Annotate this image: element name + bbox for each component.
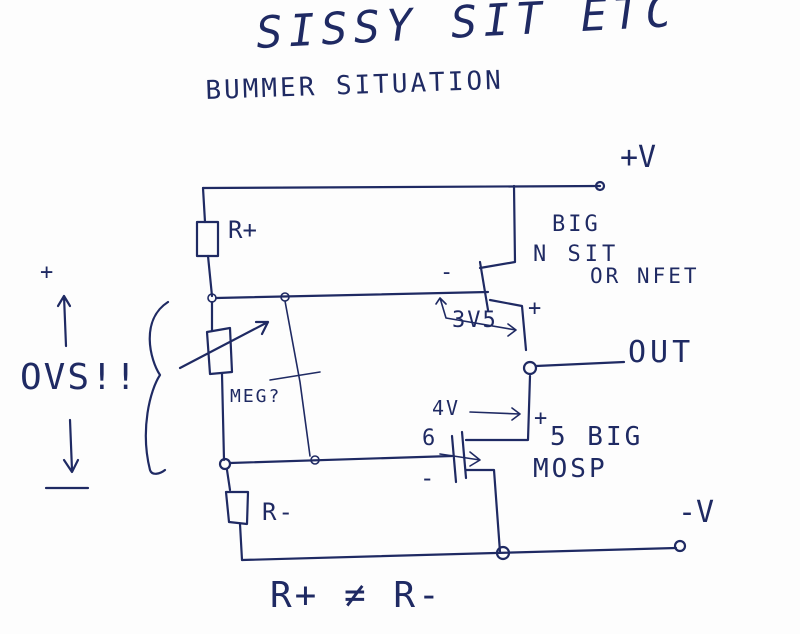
left-wire-rminus-to-bottom	[238, 522, 244, 562]
label-bottom-gate-voltage: 4V	[432, 396, 461, 420]
node-2	[218, 457, 232, 471]
potentiometer-arrow	[178, 320, 270, 370]
footer-note: R+ ≠ R-	[270, 575, 443, 616]
top-rail-terminal	[594, 180, 606, 192]
bottom-rail-node	[495, 545, 511, 561]
bottom-device-gate	[450, 434, 458, 484]
label-output: OUT	[628, 335, 695, 370]
label-range: OVS!!	[20, 357, 139, 398]
left-wire-to-node1	[206, 254, 214, 298]
top-device-drain-wire	[478, 184, 517, 270]
label-supply-positive: +V	[620, 140, 657, 175]
arrow-3v5	[435, 297, 517, 337]
range-arrow-up	[56, 294, 72, 348]
range-bracket	[144, 300, 170, 475]
gate-top-wire	[214, 290, 490, 300]
label-top-gate-minus: -	[440, 260, 454, 285]
resistor-bottom	[224, 490, 250, 526]
gate-bottom-wire	[228, 454, 454, 465]
label-top-gate-voltage: 3V5	[452, 308, 498, 333]
label-resistor-top: R+	[228, 216, 257, 244]
bottom-rail-wire	[240, 546, 678, 562]
bottom-device-drain	[464, 468, 502, 554]
label-bottom-device-line1: 5 BIG	[550, 422, 644, 452]
pot-wiper-cross	[269, 371, 321, 381]
output-node	[522, 360, 538, 376]
label-bottom-device-line2: MOSP	[533, 454, 608, 484]
resistor-top	[195, 220, 220, 258]
label-top-device-line3: OR NFET	[590, 264, 700, 288]
potentiometer-body	[205, 326, 234, 376]
bottom-device-arrow	[439, 451, 481, 467]
label-top-source-plus: +	[528, 296, 542, 321]
arrow-4v	[469, 407, 521, 421]
bottom-device-source	[464, 374, 532, 442]
label-potentiometer: MEG?	[230, 386, 282, 407]
range-arrow-down	[62, 418, 80, 474]
label-supply-negative: -V	[678, 495, 715, 530]
label-top-device-line2: N SIT	[533, 242, 620, 267]
left-wire-node2-to-rminus	[225, 468, 232, 492]
output-wire	[534, 360, 626, 368]
label-bottom-source-plus: +	[534, 406, 548, 431]
bottom-rail-terminal	[673, 539, 687, 553]
label-resistor-bottom: R-	[262, 498, 295, 526]
label-top-device-line1: BIG	[552, 212, 601, 237]
label-bottom-gate-number: 6	[422, 426, 436, 451]
top-rail-wire	[201, 184, 602, 190]
label-range-plus: +	[40, 260, 54, 285]
top-device-gate	[478, 260, 490, 312]
pot-wiper-wire	[284, 300, 311, 457]
top-device-channel	[488, 298, 528, 352]
label-bottom-gate-minus: -	[420, 464, 435, 492]
left-wire-pot-to-node2	[220, 372, 226, 462]
left-wire-top	[201, 186, 207, 224]
bottom-device-channel	[460, 430, 468, 480]
